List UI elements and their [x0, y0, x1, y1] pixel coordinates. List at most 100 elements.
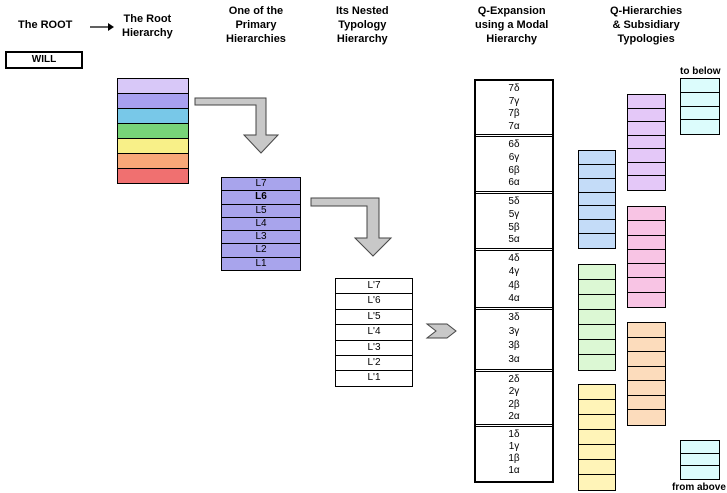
typology-cell [628, 410, 665, 425]
typology-cell [681, 441, 719, 454]
chevron-right-icon [425, 323, 457, 339]
header-root: The ROOT [18, 19, 73, 31]
typology-cell [579, 430, 615, 445]
q-level-label: 7δ [508, 83, 520, 94]
header-primary-hierarchies: One of the Primary Hierarchies [226, 5, 286, 45]
nested-level: L'7 [336, 279, 412, 295]
typology-cell [579, 234, 615, 248]
typology-cell [579, 415, 615, 430]
typology-cell [579, 193, 615, 207]
typology-cell [681, 454, 719, 467]
header-q-hierarchies: Q-Hierarchies & Subsidiary Typologies [610, 5, 683, 45]
primary-level: L6 [222, 191, 300, 205]
typology-cell [681, 466, 719, 479]
root-arrow-icon [90, 23, 114, 31]
q-level-label: 3δ [508, 312, 520, 323]
typology-cell [579, 151, 615, 165]
q-hierarchy-orange-stack [627, 322, 666, 426]
q-hierarchy-blue-stack [578, 150, 616, 249]
will-box: WILL [5, 51, 83, 69]
q-level-label: 6γ [508, 151, 520, 163]
typology-cell [628, 278, 665, 293]
primary-level: L2 [222, 244, 300, 258]
q-level-label: 5δ [508, 196, 520, 207]
root-band [118, 169, 188, 183]
typology-cell [628, 109, 665, 123]
q-level-label: 7β [508, 108, 520, 119]
q-level-label: 2δ [508, 374, 520, 385]
typology-cell [628, 323, 665, 338]
q-level-label: 4β [508, 279, 520, 291]
from-above-label: from above [672, 482, 726, 493]
primary-level: L1 [255, 257, 267, 269]
q-level-label: 3β [508, 340, 520, 351]
q-hierarchy-cyan-bottom-stack [680, 440, 720, 480]
q-level-label: 6α [508, 177, 520, 189]
typology-cell [579, 340, 615, 355]
typology-cell [579, 325, 615, 340]
nested-level: L'2 [336, 356, 412, 372]
typology-cell [579, 460, 615, 475]
header-root-hierarchy: The Root Hierarchy [122, 13, 173, 39]
primary-level: L5 [222, 205, 300, 218]
nested-level: L'3 [336, 341, 412, 356]
typology-cell [579, 385, 615, 400]
root-band [118, 124, 188, 139]
header-q-expansion: Q-Expansion using a Modal Hierarchy [475, 5, 549, 45]
q-hierarchy-green-stack [578, 264, 616, 371]
typology-cell [628, 207, 665, 222]
typology-cell [579, 355, 615, 370]
to-below-label: to below [680, 66, 721, 77]
q-level-label: 1δ [508, 429, 520, 440]
typology-cell [628, 136, 665, 150]
typology-cell [628, 396, 665, 411]
typology-cell [628, 122, 665, 136]
q-level-label: 4δ [508, 253, 520, 264]
nested-level: L'1 [367, 372, 381, 384]
q-level-label: 4γ [508, 266, 520, 278]
typology-cell [628, 236, 665, 250]
typology-cell [628, 163, 665, 177]
q-level-label: 3γ [508, 326, 520, 337]
gray-elbow-arrow-2 [310, 197, 393, 257]
typology-cell [628, 338, 665, 353]
typology-cell [579, 179, 615, 193]
q-level-label: 5β [508, 221, 520, 233]
q-level-label: 7γ [508, 95, 520, 107]
typology-cell [579, 310, 615, 325]
typology-cell [628, 264, 665, 279]
q-level-label: 1α [508, 465, 520, 476]
q-hierarchy-purple-stack [627, 94, 666, 191]
q-level-label: 1β [508, 453, 520, 464]
root-band [118, 94, 188, 109]
primary-level: L7 [222, 178, 300, 192]
q-level-label: 1γ [508, 441, 520, 452]
typology-cell [579, 220, 615, 235]
q-hierarchy-cyan-top-stack [680, 78, 720, 135]
typology-cell [628, 352, 665, 367]
typology-cell [579, 295, 615, 310]
primary-level: L3 [222, 231, 300, 245]
q-level-label: 7α [508, 120, 520, 132]
q-level-label: 4α [508, 292, 520, 304]
typology-cell [579, 280, 615, 295]
nested-level: L'4 [336, 325, 412, 341]
header-nested-typology: Its Nested Typology Hierarchy [336, 5, 389, 45]
root-band [118, 154, 188, 169]
root-band [118, 109, 188, 124]
nested-level: L'6 [336, 294, 412, 310]
typology-cell [579, 165, 615, 179]
typology-cell [681, 93, 719, 107]
typology-cell [681, 120, 719, 134]
q-level-label: 6β [508, 164, 520, 176]
q-level-label: 2γ [508, 386, 520, 398]
